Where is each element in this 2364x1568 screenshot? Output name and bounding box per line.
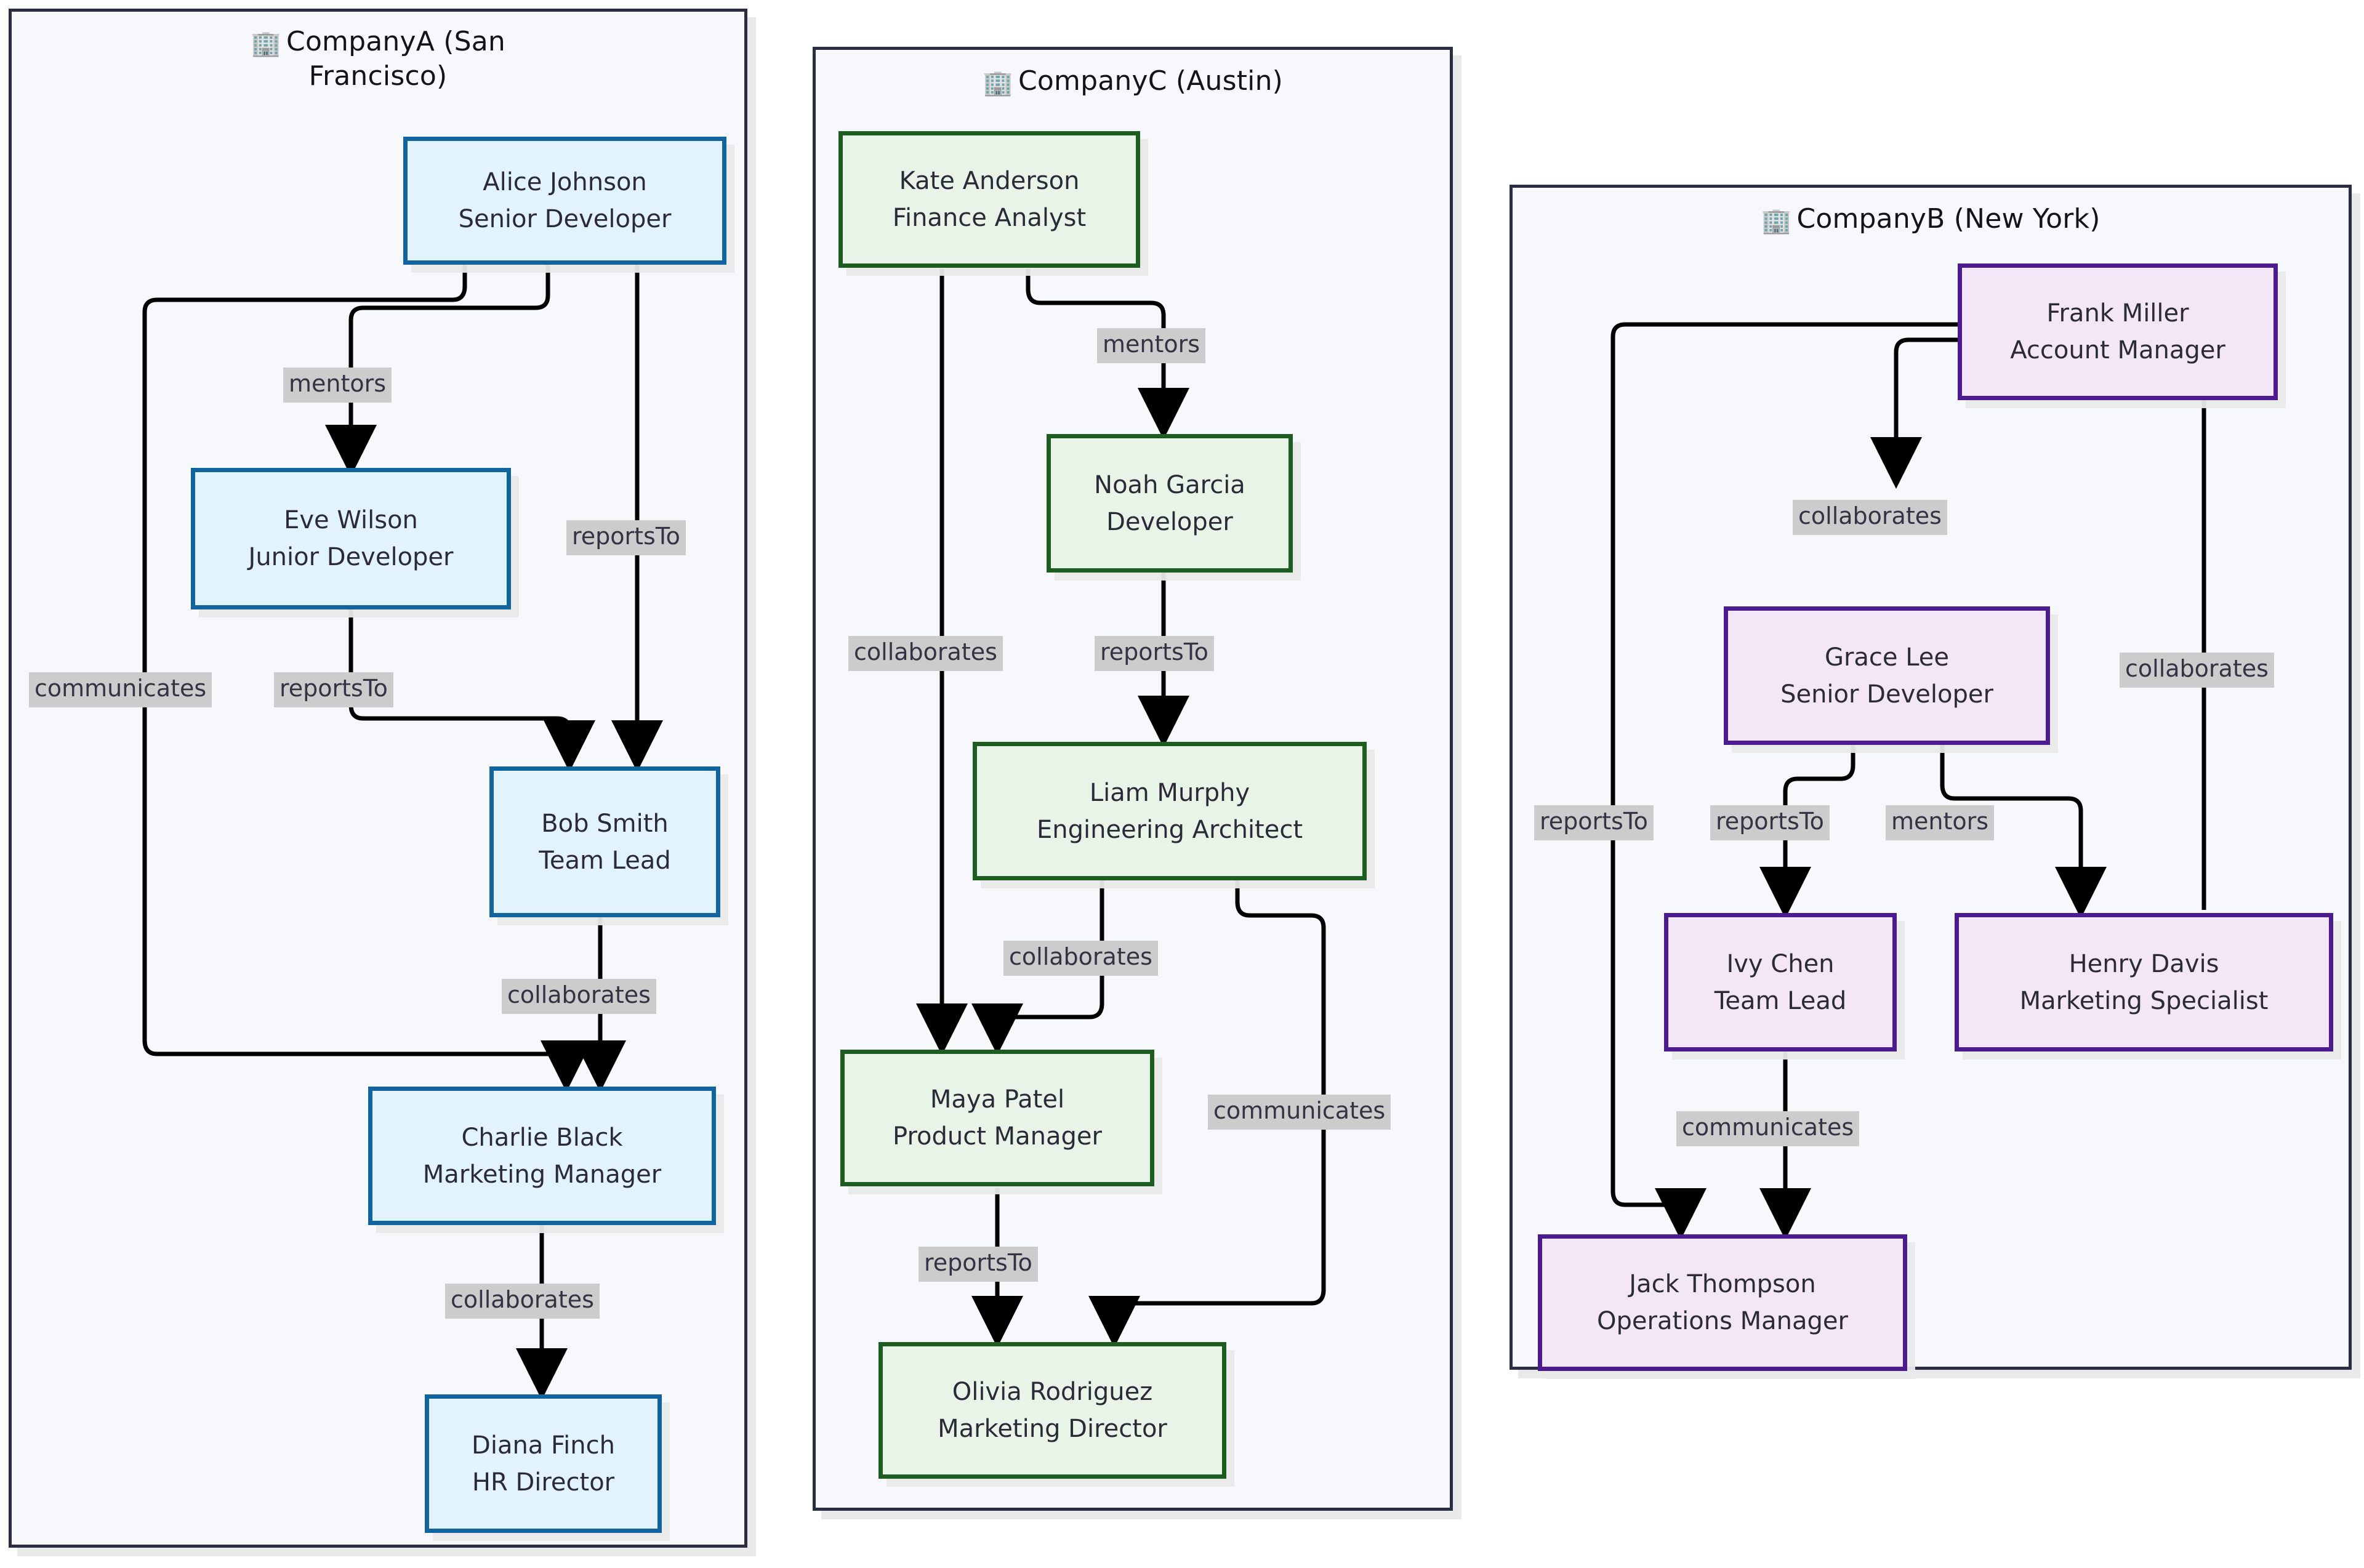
edge-label-reportsTo: reportsTo bbox=[1710, 805, 1830, 840]
node-kate-anderson[interactable]: Kate Anderson Finance Analyst bbox=[838, 131, 1140, 268]
cluster-title-companyA: 🏢CompanyA (San Francisco) bbox=[251, 26, 505, 92]
node-role: Senior Developer bbox=[1780, 680, 1993, 709]
node-role: Account Manager bbox=[2010, 336, 2225, 364]
node-name: Jack Thompson bbox=[1629, 1270, 1816, 1298]
edge-label-mentors: mentors bbox=[1097, 328, 1206, 363]
edge-label-reportsTo: reportsTo bbox=[566, 520, 686, 555]
node-role: Finance Analyst bbox=[892, 204, 1087, 232]
building-icon: 🏢 bbox=[1761, 207, 1792, 235]
node-frank-miller[interactable]: Frank Miller Account Manager bbox=[1958, 263, 2278, 400]
node-diana-finch[interactable]: Diana Finch HR Director bbox=[425, 1394, 662, 1533]
node-role: Senior Developer bbox=[458, 205, 672, 233]
cluster-title-companyC: 🏢CompanyC (Austin) bbox=[982, 65, 1284, 97]
node-role: Operations Manager bbox=[1597, 1307, 1848, 1335]
node-role: Product Manager bbox=[893, 1122, 1102, 1151]
node-name: Olivia Rodriguez bbox=[952, 1378, 1153, 1406]
node-grace-lee[interactable]: Grace Lee Senior Developer bbox=[1724, 606, 2050, 745]
edge-label-collaborates: collaborates bbox=[1003, 941, 1158, 976]
node-name: Henry Davis bbox=[2068, 949, 2219, 978]
node-role: Engineering Architect bbox=[1036, 815, 1303, 844]
node-henry-davis[interactable]: Henry Davis Marketing Specialist bbox=[1955, 913, 2333, 1051]
node-role: Junior Developer bbox=[248, 543, 454, 571]
node-eve-wilson[interactable]: Eve Wilson Junior Developer bbox=[191, 468, 511, 609]
edge-label-collaborates: collaborates bbox=[502, 979, 656, 1014]
building-icon: 🏢 bbox=[982, 69, 1013, 97]
node-name: Frank Miller bbox=[2046, 299, 2189, 328]
edge-label-collaborates: collaborates bbox=[848, 636, 1003, 671]
edge-label-reportsTo: reportsTo bbox=[274, 672, 393, 707]
edge-label-communicates: communicates bbox=[1676, 1111, 1860, 1146]
edge-label-reportsTo: reportsTo bbox=[1534, 805, 1654, 840]
node-name: Ivy Chen bbox=[1726, 949, 1835, 978]
node-charlie-black[interactable]: Charlie Black Marketing Manager bbox=[368, 1087, 716, 1225]
node-alice-johnson[interactable]: Alice Johnson Senior Developer bbox=[403, 137, 726, 265]
node-noah-garcia[interactable]: Noah Garcia Developer bbox=[1047, 434, 1293, 573]
node-name: Charlie Black bbox=[461, 1123, 623, 1152]
edge-label-communicates: communicates bbox=[1208, 1095, 1391, 1130]
node-olivia-rodriguez[interactable]: Olivia Rodriguez Marketing Director bbox=[878, 1342, 1226, 1479]
node-name: Maya Patel bbox=[930, 1085, 1065, 1114]
node-bob-smith[interactable]: Bob Smith Team Lead bbox=[489, 766, 720, 917]
node-name: Alice Johnson bbox=[483, 168, 647, 196]
edge-label-communicates: communicates bbox=[29, 672, 212, 707]
node-name: Noah Garcia bbox=[1094, 470, 1245, 499]
node-name: Eve Wilson bbox=[284, 506, 418, 534]
edge-label-collaborates: collaborates bbox=[445, 1284, 600, 1319]
node-role: Developer bbox=[1106, 507, 1233, 536]
node-role: HR Director bbox=[472, 1468, 615, 1497]
edge-label-collaborates: collaborates bbox=[1793, 500, 1947, 535]
node-role: Marketing Manager bbox=[422, 1160, 662, 1189]
node-role: Marketing Director bbox=[938, 1415, 1167, 1443]
node-name: Diana Finch bbox=[472, 1431, 615, 1460]
cluster-title-companyB: 🏢CompanyB (New York) bbox=[1761, 203, 2101, 235]
node-name: Kate Anderson bbox=[899, 167, 1080, 195]
node-maya-patel[interactable]: Maya Patel Product Manager bbox=[840, 1050, 1154, 1186]
edge-label-mentors: mentors bbox=[1886, 805, 1995, 840]
node-ivy-chen[interactable]: Ivy Chen Team Lead bbox=[1664, 913, 1897, 1051]
edge-label-mentors: mentors bbox=[283, 368, 392, 403]
node-name: Grace Lee bbox=[1824, 643, 1950, 672]
edge-label-reportsTo: reportsTo bbox=[919, 1247, 1038, 1282]
building-icon: 🏢 bbox=[251, 30, 282, 58]
edge-label-collaborates: collaborates bbox=[2120, 653, 2274, 688]
node-role: Marketing Specialist bbox=[2019, 986, 2269, 1015]
node-jack-thompson[interactable]: Jack Thompson Operations Manager bbox=[1538, 1234, 1907, 1371]
node-role: Team Lead bbox=[1714, 986, 1847, 1015]
node-name: Liam Murphy bbox=[1089, 778, 1250, 807]
node-role: Team Lead bbox=[539, 846, 671, 875]
edge-label-reportsTo: reportsTo bbox=[1095, 636, 1214, 671]
node-name: Bob Smith bbox=[541, 809, 669, 838]
node-liam-murphy[interactable]: Liam Murphy Engineering Architect bbox=[973, 742, 1367, 880]
